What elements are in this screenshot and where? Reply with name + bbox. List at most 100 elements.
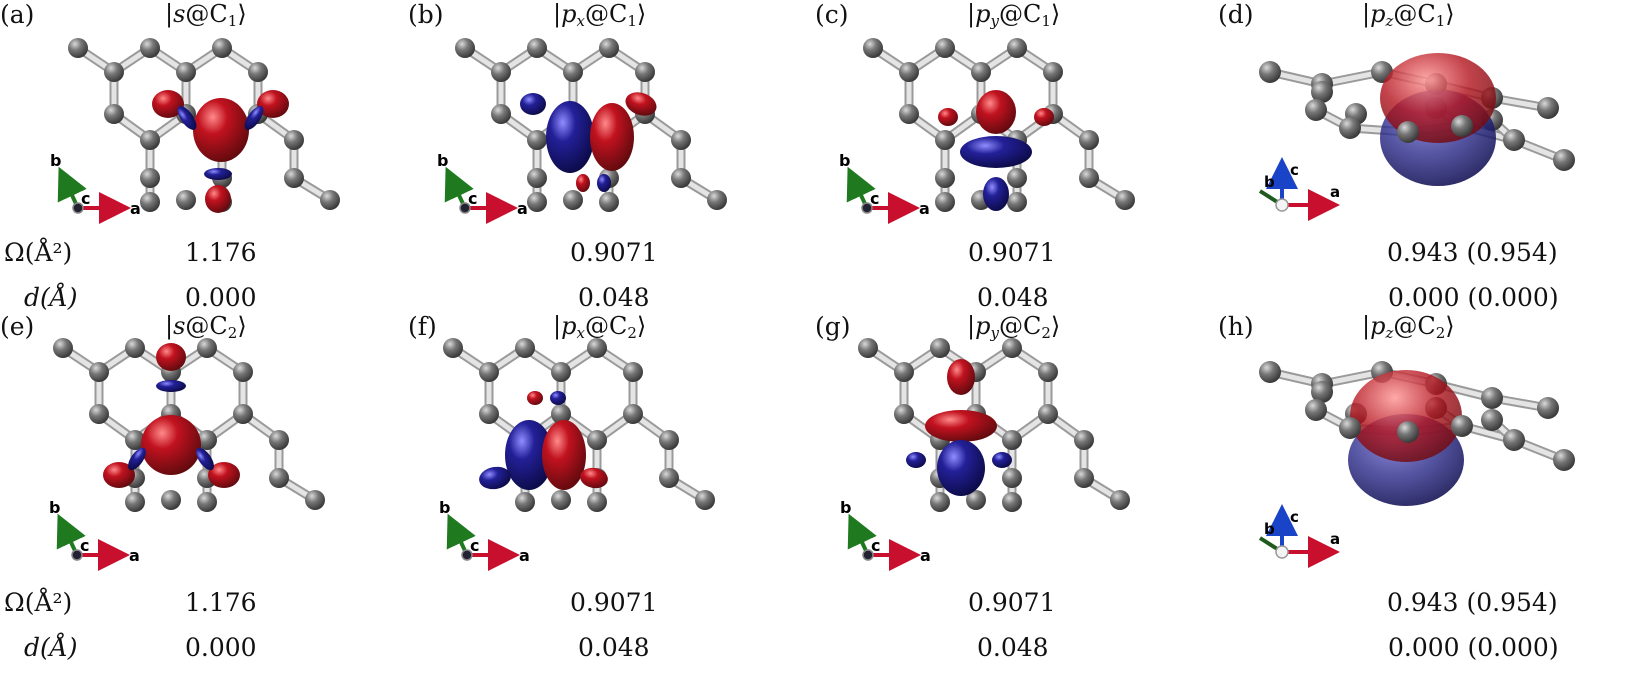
d-value: 0.048 [578,283,650,312]
panel-f: (f) |px@C2⟩ [408,312,808,532]
carbon-atom [1553,449,1575,471]
carbon-atom [527,38,547,58]
axis-c-dot [72,202,84,214]
omega-value: 1.176 [185,588,257,617]
molecule-top-view: abc [840,338,1130,571]
molecule-top-view: abc [49,338,325,571]
orbital-lobe-negative [550,391,566,405]
orbital-lobe-negative [546,101,594,173]
carbon-atom [140,38,160,58]
d-value: 0.000 [185,283,257,312]
orbital-lobe-negative [505,420,553,490]
carbon-atom [1481,409,1503,431]
d-value: 0.048 [578,633,650,662]
carbon-atom [966,490,986,510]
molecule-top-view: abc [439,338,715,571]
carbon-atom [125,338,145,358]
orbital-isosurface [152,90,289,213]
carbon-atom [935,192,955,212]
axis-c-label: c [81,189,90,208]
orbital-lobe-negative [992,452,1012,468]
axis-a-label: a [919,199,930,218]
orbital-lobe-negative [937,440,985,496]
panel-title: |pz@C1⟩ [1362,0,1455,30]
carbon-atom [1503,429,1525,451]
axis-a-label: a [519,546,530,565]
orbital-lobe-positive [976,90,1016,134]
panel-g: (g) |py@C2⟩ [815,312,1215,532]
carbon-atom [1339,117,1361,139]
carbon-atom [623,362,643,382]
axis-b-label: b [840,498,851,517]
axis-c-dot [861,202,873,214]
carbon-atom [707,190,727,210]
omega-value: 0.943 (0.954) [1387,238,1558,267]
carbon-atom [599,38,619,58]
carbon-atom [623,404,643,424]
orbital-lobe-negative [520,93,546,115]
orbital-lobe-positive [208,462,240,488]
molecule-side-view: abc [1258,53,1575,221]
d-value: 0.048 [977,633,1049,662]
axis-c-label: c [1290,508,1299,526]
carbon-atom [176,190,196,210]
carbon-atom [551,404,571,424]
panel-title: |s@C2⟩ [165,312,247,342]
axis-b-label: b [839,151,850,170]
orbital-lobe-positive [1350,370,1462,462]
carbon-atom [1115,190,1135,210]
orbital-lobe-positive [580,467,608,489]
axis-b-arrow [846,166,876,209]
carbon-atom [1537,97,1559,119]
carbon-atom [197,492,217,512]
carbon-atom [863,38,883,58]
carbon-atom [563,62,583,82]
omega-value: 0.9071 [570,588,658,617]
carbon-atom [1002,338,1022,358]
omega-value: 0.9071 [570,238,658,267]
carbon-atom [1311,381,1333,403]
carbon-atom [140,168,160,188]
orbital-lobe-negative [906,452,926,468]
orbital-lobe-negative [960,136,1032,168]
carbon-atom [1007,168,1027,188]
axis-b-arrow [847,513,877,556]
carbon-atom [1074,468,1094,488]
carbon-atom [176,62,196,82]
panel-label: (h) [1218,312,1254,341]
carbon-atom [971,62,991,82]
carbon-atom [527,168,547,188]
carbon-atom [1305,399,1327,421]
carbon-atom [659,468,679,488]
carbon-atom [248,62,268,82]
carbon-atom [104,104,124,124]
panel-c: (c) |py@C1⟩ [815,0,1215,220]
axis-origin [1275,198,1289,212]
orbital-lobe-positive [925,410,997,442]
panel-label: (c) [815,0,849,29]
omega-value: 0.9071 [968,238,1056,267]
carbon-atom [1002,468,1022,488]
orbital-lobe-positive [542,420,586,490]
carbon-atom [1007,38,1027,58]
carbon-atom [899,62,919,82]
orbital-lobe-negative [196,447,214,471]
axis-a-label: a [1330,183,1340,201]
axis-b-arrow [444,166,474,209]
carbon-atom [89,362,109,382]
carbon-atom [491,104,511,124]
carbon-atom [305,490,325,510]
carbon-atom [1079,168,1099,188]
axis-c-label: c [870,189,879,208]
carbon-atom [1339,417,1361,439]
axis-a-label: a [920,546,931,565]
orbital-lobe-positive [590,103,634,171]
carbon-atom [455,38,475,58]
panel-label: (a) [0,0,35,29]
molecule-side-view: abc [1258,361,1575,568]
axis-b-arrow [56,513,86,556]
carbon-atom [1043,62,1063,82]
panel-title: |s@C1⟩ [165,0,247,30]
axis-a-label: a [129,546,140,565]
